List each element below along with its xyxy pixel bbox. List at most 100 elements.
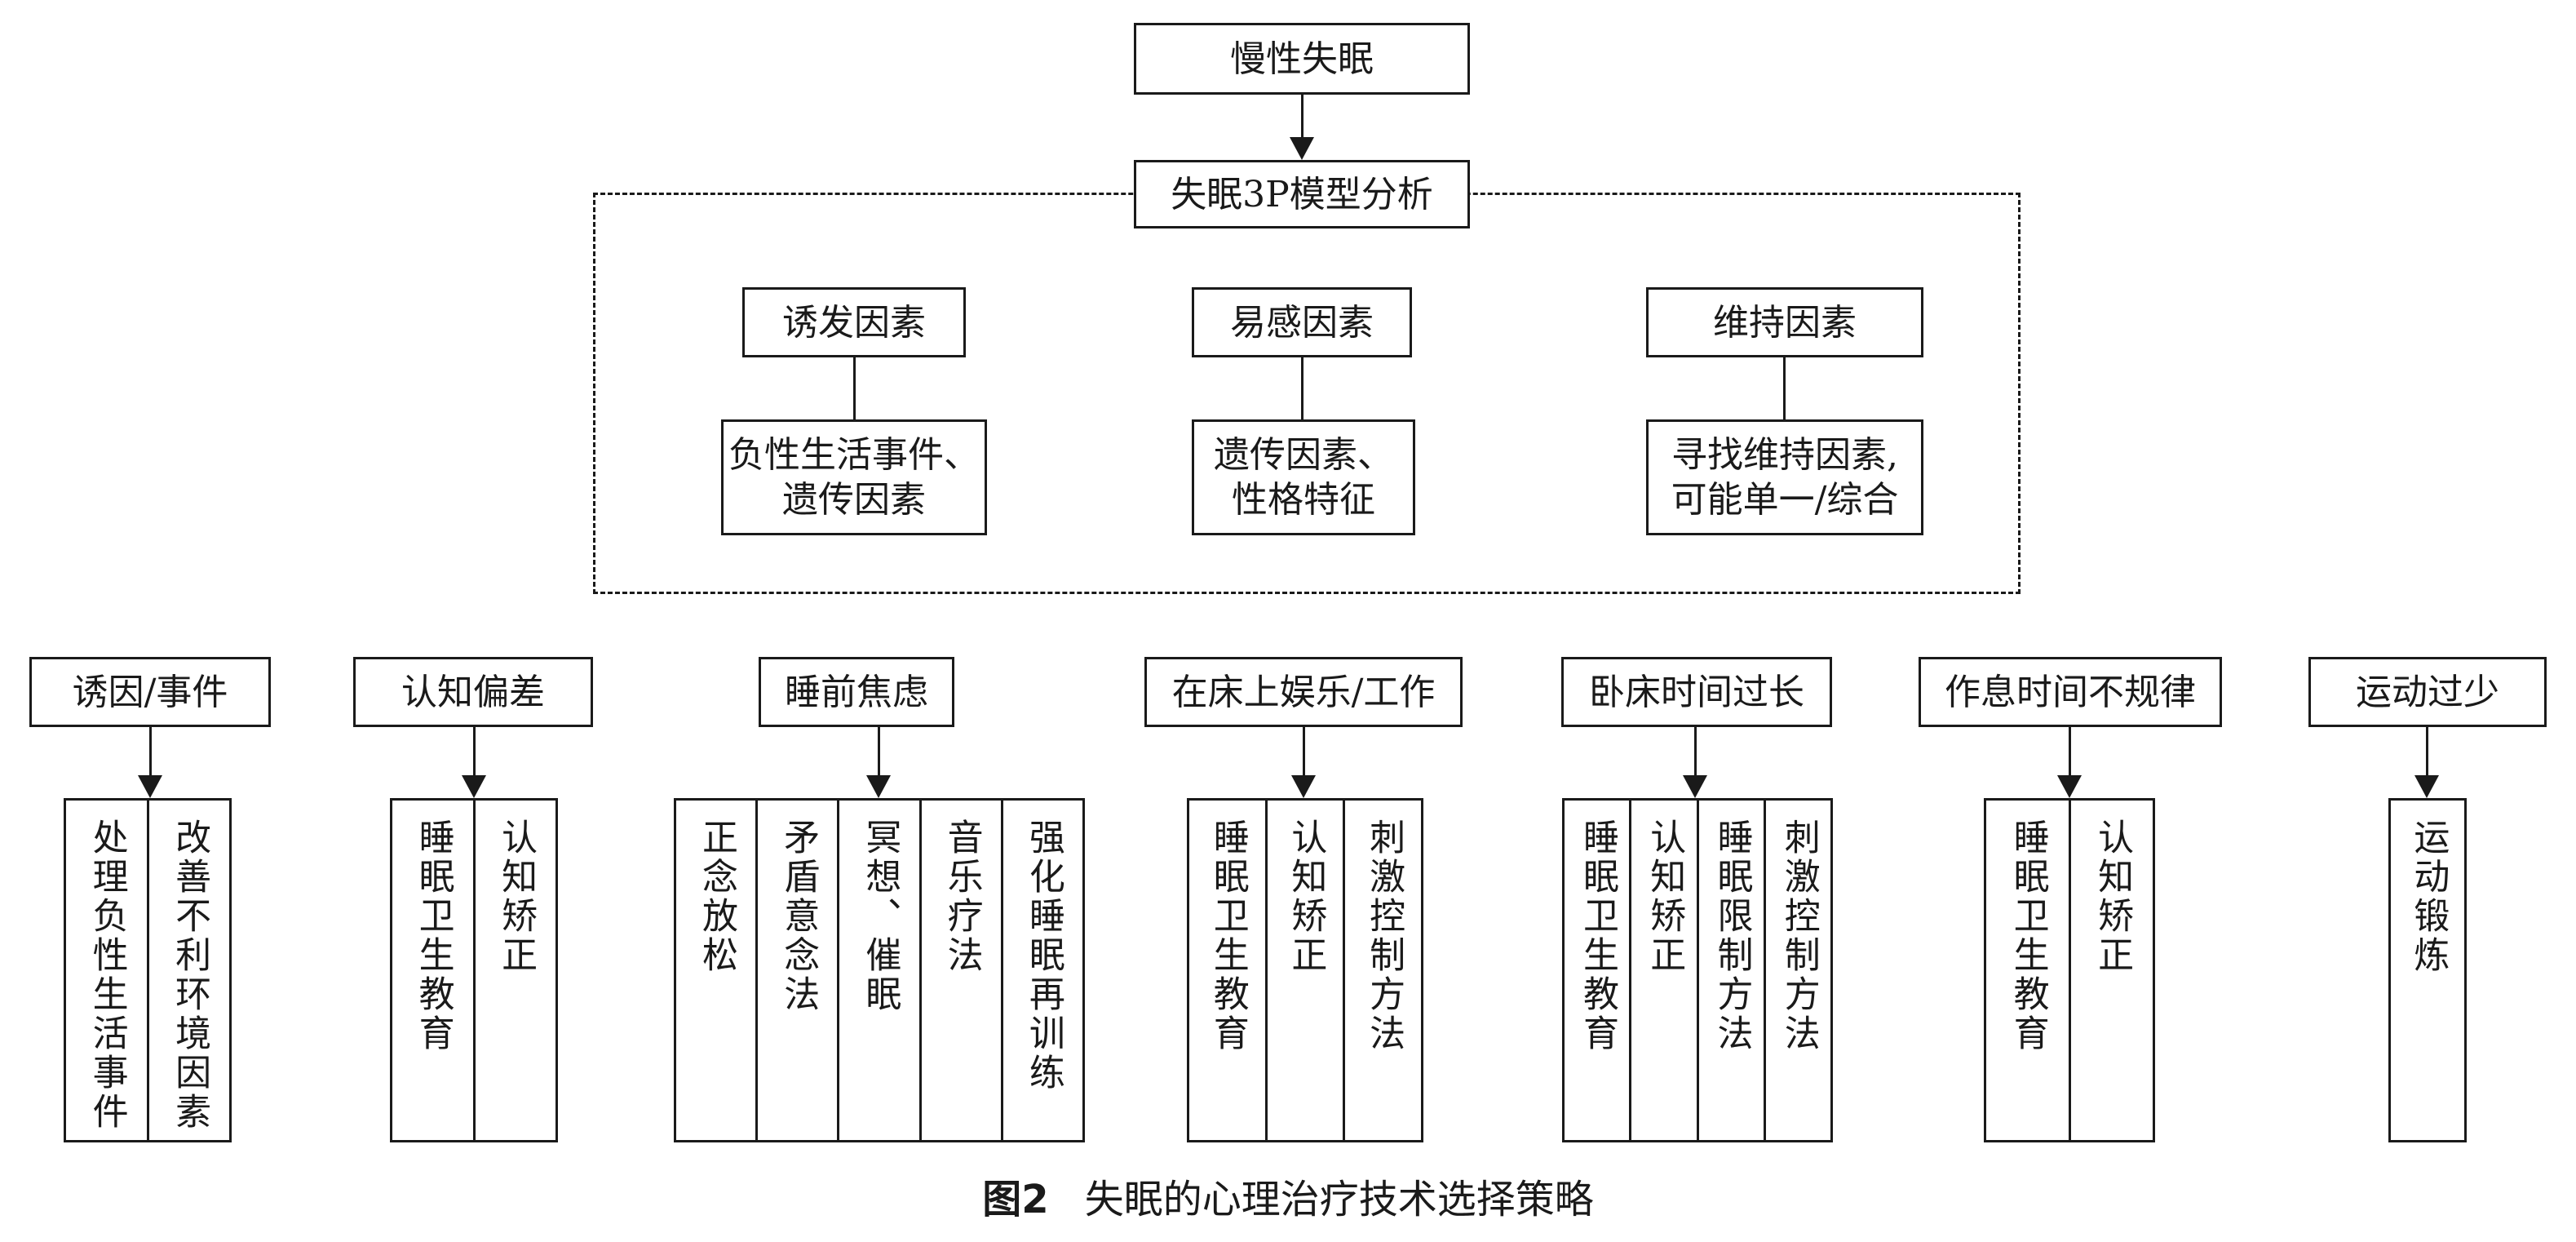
method-column: 认知矫正 xyxy=(472,801,556,1140)
method-label: 改善不利环境因素 xyxy=(169,818,211,1132)
method-label: 处理负性生活事件 xyxy=(86,818,128,1132)
method-label: 音乐疗法 xyxy=(941,818,983,975)
method-label: 认知矫正 xyxy=(1285,818,1327,975)
connector xyxy=(853,357,856,419)
method-column: 认知矫正 xyxy=(1264,801,1343,1140)
method-label: 睡眠卫生教育 xyxy=(1206,818,1249,1053)
method-column: 运动锻炼 xyxy=(2391,801,2464,1140)
figure-caption: 图2 失眠的心理治疗技术选择策略 xyxy=(0,1167,2576,1224)
connector xyxy=(1694,727,1697,781)
arrow-icon xyxy=(1291,775,1316,798)
connector xyxy=(1303,727,1305,781)
figure-number: 图2 xyxy=(982,1177,1049,1222)
arrow-icon xyxy=(2057,775,2082,798)
connector xyxy=(1783,357,1786,419)
arrow-icon xyxy=(1290,137,1314,160)
category-node: 认知偏差 xyxy=(353,657,593,727)
connector xyxy=(1301,95,1303,144)
model-node-label: 失眠3P模型分析 xyxy=(1171,173,1433,215)
method-column: 改善不利环境因素 xyxy=(146,801,230,1140)
method-label: 认知矫正 xyxy=(495,818,538,975)
category-node: 诱因/事件 xyxy=(29,657,271,727)
method-label: 矛盾意念法 xyxy=(777,818,820,1014)
method-column: 矛盾意念法 xyxy=(755,801,837,1140)
method-column: 睡眠卫生教育 xyxy=(392,801,473,1140)
category-label: 卧床时间过长 xyxy=(1589,671,1804,713)
method-label: 冥想、催眠 xyxy=(859,818,901,1014)
method-label: 睡眠卫生教育 xyxy=(412,818,454,1053)
arrow-icon xyxy=(2414,775,2439,798)
method-label: 正念放松 xyxy=(696,818,737,975)
method-label: 刺激控制方法 xyxy=(1363,818,1405,1053)
factor-detail-perpetuating: 寻找维持因素, 可能单一/综合 xyxy=(1646,419,1923,535)
factor-node-precipitating: 诱发因素 xyxy=(742,287,966,357)
factor-label: 诱发因素 xyxy=(782,301,926,344)
arrow-icon xyxy=(138,775,162,798)
category-node: 作息时间不规律 xyxy=(1919,657,2222,727)
method-column: 强化睡眠再训练 xyxy=(1000,801,1082,1140)
category-label: 诱因/事件 xyxy=(72,671,228,713)
connector xyxy=(2426,727,2428,781)
method-label: 认知矫正 xyxy=(1644,818,1686,975)
method-group: 睡眠卫生教育 认知矫正 xyxy=(1984,798,2155,1142)
method-column: 认知矫正 xyxy=(1629,801,1696,1140)
factor-detail-line: 遗传因素 xyxy=(782,479,926,521)
method-label: 刺激控制方法 xyxy=(1777,818,1820,1053)
factor-detail-predisposing: 遗传因素、 性格特征 xyxy=(1192,419,1415,535)
category-node: 卧床时间过长 xyxy=(1561,657,1832,727)
factor-detail-line: 可能单一/综合 xyxy=(1671,479,1899,521)
figure-title: 失眠的心理治疗技术选择策略 xyxy=(1084,1177,1594,1222)
method-column: 冥想、催眠 xyxy=(837,801,918,1140)
category-node: 在床上娱乐/工作 xyxy=(1144,657,1463,727)
method-column: 睡眠卫生教育 xyxy=(1189,801,1265,1140)
method-column: 睡眠限制方法 xyxy=(1696,801,1764,1140)
factor-detail-line: 负性生活事件、 xyxy=(728,434,980,476)
root-node: 慢性失眠 xyxy=(1134,23,1470,95)
category-label: 在床上娱乐/工作 xyxy=(1171,671,1436,713)
method-column: 正念放松 xyxy=(676,801,755,1140)
category-label: 作息时间不规律 xyxy=(1945,671,2196,713)
model-node: 失眠3P模型分析 xyxy=(1134,160,1470,228)
method-label: 睡眠卫生教育 xyxy=(1577,818,1619,1053)
connector xyxy=(1301,357,1303,419)
factor-detail-line: 遗传因素、 xyxy=(1214,434,1393,476)
factor-detail-line: 寻找维持因素, xyxy=(1671,434,1898,476)
method-label: 运动锻炼 xyxy=(2407,818,2450,975)
method-label: 认知矫正 xyxy=(2091,818,2134,975)
arrow-icon xyxy=(462,775,486,798)
method-column: 睡眠卫生教育 xyxy=(1986,801,2069,1140)
category-node: 运动过少 xyxy=(2308,657,2547,727)
connector xyxy=(149,727,152,781)
method-label: 睡眠卫生教育 xyxy=(2007,818,2049,1053)
method-group: 睡眠卫生教育 认知矫正 睡眠限制方法 刺激控制方法 xyxy=(1562,798,1833,1142)
method-column: 睡眠卫生教育 xyxy=(1565,801,1629,1140)
factor-node-perpetuating: 维持因素 xyxy=(1646,287,1923,357)
factor-node-predisposing: 易感因素 xyxy=(1192,287,1412,357)
method-column: 认知矫正 xyxy=(2068,801,2153,1140)
category-label: 睡前焦虑 xyxy=(785,671,928,713)
method-group: 运动锻炼 xyxy=(2388,798,2467,1142)
method-column: 处理负性生活事件 xyxy=(66,801,147,1140)
arrow-icon xyxy=(866,775,891,798)
method-label: 睡眠限制方法 xyxy=(1711,818,1753,1053)
factor-label: 易感因素 xyxy=(1230,301,1374,344)
category-node: 睡前焦虑 xyxy=(759,657,954,727)
method-column: 音乐疗法 xyxy=(918,801,1001,1140)
method-group: 睡眠卫生教育 认知矫正 刺激控制方法 xyxy=(1187,798,1423,1142)
method-column: 刺激控制方法 xyxy=(1343,801,1421,1140)
factor-label: 维持因素 xyxy=(1713,301,1857,344)
method-group: 处理负性生活事件 改善不利环境因素 xyxy=(64,798,232,1142)
factor-detail-line: 性格特征 xyxy=(1232,479,1375,521)
method-group: 睡眠卫生教育 认知矫正 xyxy=(390,798,558,1142)
root-node-label: 慢性失眠 xyxy=(1230,38,1374,80)
category-label: 运动过少 xyxy=(2356,671,2499,713)
connector xyxy=(878,727,880,781)
method-label: 强化睡眠再训练 xyxy=(1022,818,1064,1093)
method-group: 正念放松 矛盾意念法 冥想、催眠 音乐疗法 强化睡眠再训练 xyxy=(674,798,1085,1142)
connector xyxy=(473,727,476,781)
method-column: 刺激控制方法 xyxy=(1763,801,1830,1140)
factor-detail-precipitating: 负性生活事件、 遗传因素 xyxy=(721,419,987,535)
category-label: 认知偏差 xyxy=(401,671,545,713)
connector xyxy=(2069,727,2071,781)
arrow-icon xyxy=(1683,775,1707,798)
